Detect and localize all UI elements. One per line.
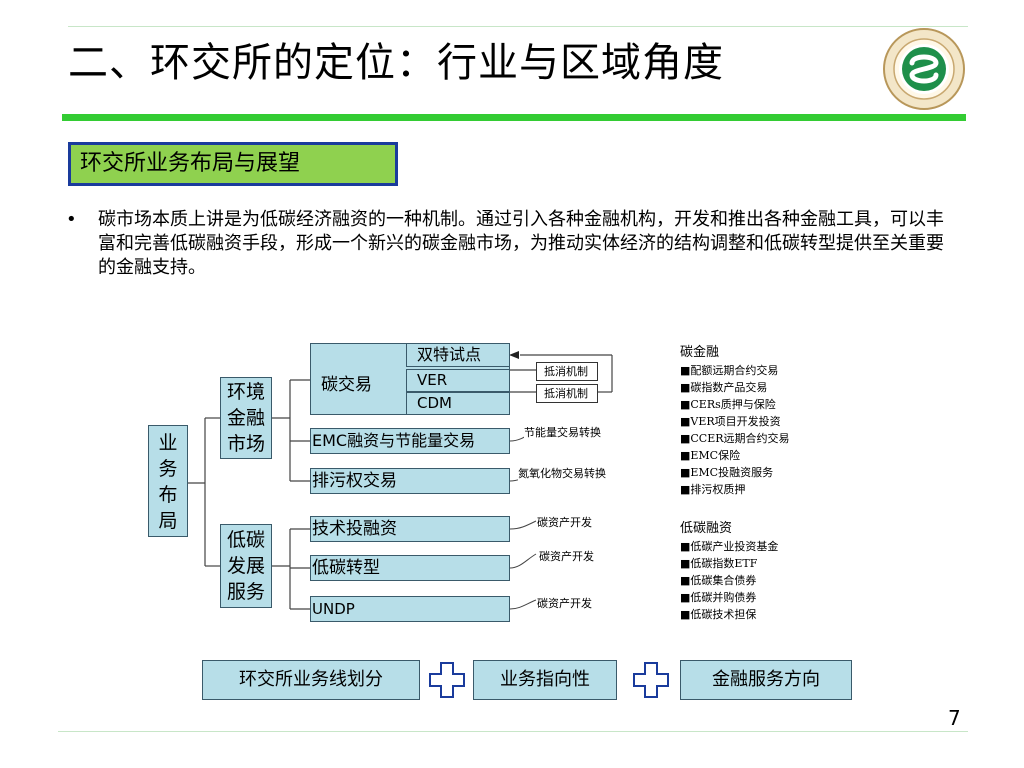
bullet-marker: •	[66, 209, 77, 230]
list-item: ■碳指数产品交易	[680, 381, 768, 394]
page-number: 7	[948, 706, 961, 730]
business-layout-label: 业 务 布 局	[158, 432, 178, 532]
list-item: ■低碳产业投资基金	[680, 540, 779, 553]
low-carbon-service-box: 低碳 发展 服务	[220, 524, 272, 608]
carbon-finance-list: 碳金融 ■配额远期合约交易 ■碳指数产品交易 ■CERs质押与保险 ■VER项目…	[680, 343, 790, 498]
env-finance-market-box: 环境 金融 市场	[220, 377, 272, 459]
offset-mechanism-1: 抵消机制	[536, 362, 598, 381]
bottom-divider	[58, 731, 968, 732]
list-item: ■配额远期合约交易	[680, 364, 779, 377]
list-item: ■EMC保险	[680, 449, 741, 462]
low-carbon-finance-title: 低碳融资	[680, 521, 733, 536]
emc-box: EMC融资与节能量交易	[310, 428, 510, 454]
business-layout-box: 业 务 布 局	[148, 425, 188, 537]
nox-conversion-label: 氮氧化物交易转换	[518, 465, 606, 481]
energy-conversion-label: 节能量交易转换	[524, 424, 601, 440]
asset-dev-label-1: 碳资产开发	[537, 514, 592, 530]
list-item: ■低碳并购债券	[680, 591, 757, 604]
low-carbon-finance-list: 低碳融资 ■低碳产业投资基金 ■低碳指数ETF ■低碳集合债券 ■低碳并购债券 …	[680, 519, 778, 623]
env-finance-market-label: 环境 金融 市场	[226, 381, 265, 455]
low-carbon-transform-box: 低碳转型	[310, 555, 510, 581]
list-item: ■低碳指数ETF	[680, 557, 758, 570]
pollution-trading-box: 排污权交易	[310, 468, 510, 494]
header-accent-bar	[62, 114, 966, 121]
top-divider	[68, 26, 968, 27]
section-label: 环交所业务布局与展望	[68, 142, 398, 186]
carbon-trading-label: 碳交易	[321, 375, 372, 395]
ver-box: VER	[406, 369, 510, 392]
offset-mechanism-2: 抵消机制	[536, 384, 598, 403]
page-title: 二、环交所的定位：行业与区域角度	[68, 40, 724, 86]
list-item: ■CCER远期合约交易	[680, 432, 790, 445]
plus-icon	[633, 662, 669, 698]
asset-dev-label-3: 碳资产开发	[537, 595, 592, 611]
undp-box: UNDP	[310, 596, 510, 622]
plus-icon	[429, 662, 465, 698]
list-item: ■EMC投融资服务	[680, 466, 774, 479]
pilot-box: 双特试点	[406, 343, 510, 367]
intro-paragraph: 碳市场本质上讲是为低碳经济融资的一种机制。通过引入各种金融机构，开发和推出各种金…	[98, 209, 944, 278]
exchange-logo	[882, 27, 966, 111]
business-line-box: 环交所业务线划分	[202, 660, 420, 700]
list-item: ■低碳技术担保	[680, 608, 757, 621]
cdm-box: CDM	[406, 392, 510, 415]
carbon-finance-title: 碳金融	[680, 345, 720, 360]
business-orientation-box: 业务指向性	[473, 660, 617, 700]
list-item: ■CERs质押与保险	[680, 398, 776, 411]
asset-dev-label-2: 碳资产开发	[539, 548, 594, 564]
tech-finance-box: 技术投融资	[310, 516, 510, 542]
financial-service-box: 金融服务方向	[680, 660, 852, 700]
list-item: ■VER项目开发投资	[680, 415, 781, 428]
list-item: ■排污权质押	[680, 483, 746, 496]
low-carbon-service-label: 低碳 发展 服务	[226, 529, 265, 603]
list-item: ■低碳集合债券	[680, 574, 757, 587]
